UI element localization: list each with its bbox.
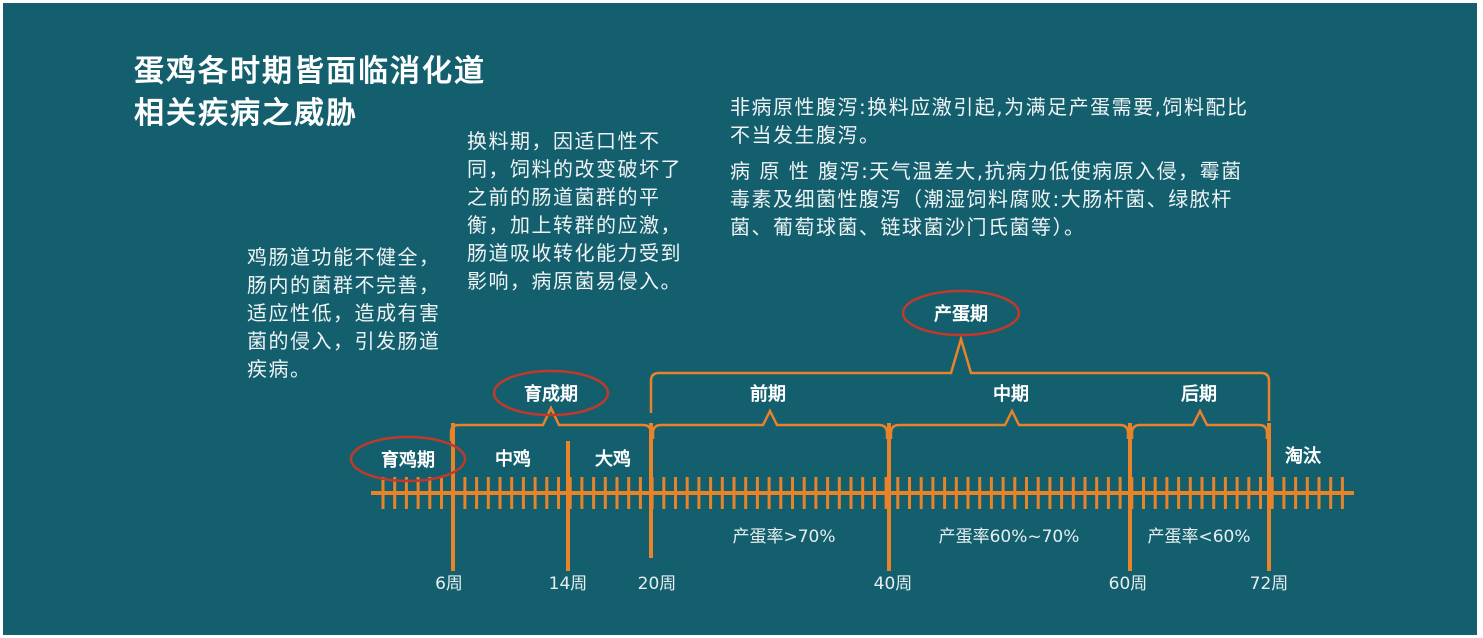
label-early: 前期 <box>750 383 786 405</box>
middle-brace <box>889 408 1130 439</box>
note-non-pathogenic: 非病原性腹泻:换料应激引起,为满足产蛋需要,饲料配比不当发生腹泻。 <box>730 95 1249 147</box>
rate-late: 产蛋率<60% <box>1147 527 1250 547</box>
note-feed-change: 换料期，因适口性不同，饲料的改变破坏了之前的肠道菌群的平衡，加上转群的应激，肠道… <box>467 129 682 293</box>
brooding-ellipse <box>349 435 467 483</box>
note-pathogenic: 病 原 性 腹泻:天气温差大,抗病力低使病原入侵，霉菌毒素及细菌性腹泻（潮湿饲料… <box>730 159 1243 239</box>
label-brooding: 育鸡期 <box>381 449 435 471</box>
label-growing: 育成期 <box>524 383 578 405</box>
note-brooding: 鸡肠道功能不健全，肠内的菌群不完善，适应性低，造成有害菌的侵入，引发肠道疾病。 <box>247 245 441 381</box>
early-brace <box>651 408 889 439</box>
infographic-panel: 蛋鸡各时期皆面临消化道 相关疾病之威胁 鸡肠道功能不健全，肠内的菌群不完善，适应… <box>3 3 1477 635</box>
laying-brace <box>649 334 1271 421</box>
label-mid-chicken: 中鸡 <box>495 448 531 470</box>
label-culling: 淘汰 <box>1285 445 1322 467</box>
label-late: 后期 <box>1181 384 1217 405</box>
label-laying: 产蛋期 <box>934 303 988 325</box>
week-label-72: 72周 <box>1250 574 1289 594</box>
page-title: 蛋鸡各时期皆面临消化道 相关疾病之威胁 <box>134 51 486 135</box>
title-line-1: 蛋鸡各时期皆面临消化道 <box>134 54 486 89</box>
title-line-2: 相关疾病之威胁 <box>134 96 358 131</box>
growing-brace <box>449 405 653 441</box>
growing-ellipse <box>492 369 610 417</box>
week-label-20: 20周 <box>638 574 677 594</box>
rate-early: 产蛋率>70% <box>732 527 835 547</box>
timeline-diagram: 育鸡期 育成期 产蛋期 中鸡 大鸡 前期 中期 后期 淘汰 产蛋率>70% 产蛋… <box>349 289 1354 594</box>
week-label-40: 40周 <box>874 574 913 594</box>
laying-ellipse <box>901 289 1021 337</box>
late-brace <box>1130 408 1269 439</box>
label-middle: 中期 <box>993 383 1029 405</box>
week-label-6: 6周 <box>435 574 463 594</box>
rate-middle: 产蛋率60%~70% <box>939 527 1080 547</box>
week-label-60: 60周 <box>1109 574 1148 594</box>
label-big-chicken: 大鸡 <box>595 448 631 470</box>
week-label-14: 14周 <box>549 574 588 594</box>
